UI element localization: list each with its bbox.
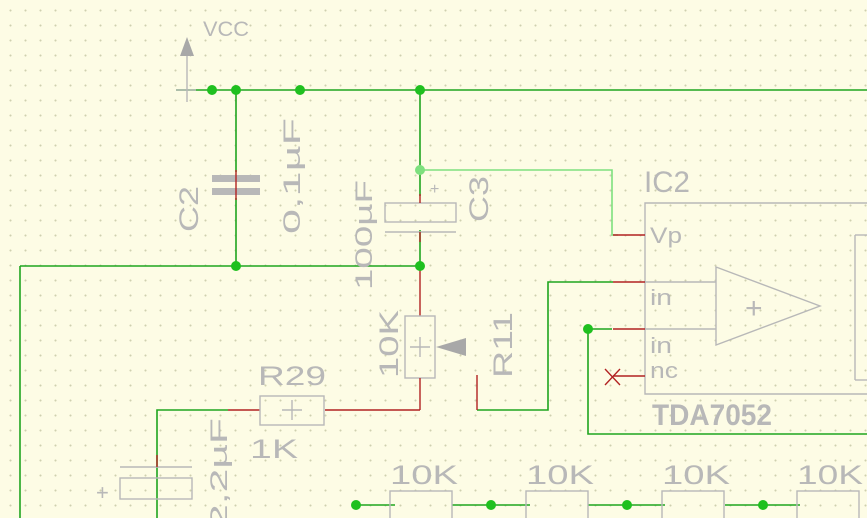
r29-value: 1K bbox=[250, 434, 298, 464]
partial-cap-polarity: + bbox=[96, 480, 109, 505]
bottom-resistor-2-body-icon bbox=[525, 490, 589, 518]
junction-dot[interactable] bbox=[415, 261, 425, 271]
ic-part-number: TDA7052 bbox=[652, 399, 772, 432]
junction-dot[interactable] bbox=[207, 85, 217, 95]
ic-pin-vp-label: Vp bbox=[650, 223, 682, 248]
nc-cross-b-icon bbox=[604, 368, 621, 386]
resistor-r29[interactable]: R29 1K bbox=[228, 361, 326, 464]
ic-pin-nc-label: nc bbox=[650, 358, 678, 383]
nets bbox=[19, 89, 867, 518]
in1-net[interactable] bbox=[477, 281, 613, 411]
ic-body-outline bbox=[644, 202, 867, 395]
bottom-resistor-4-body-icon bbox=[796, 490, 860, 518]
r29-body-icon bbox=[259, 395, 325, 426]
junction-dot[interactable] bbox=[622, 500, 632, 510]
ic-pin-in2-label: in bbox=[650, 333, 672, 358]
vcc-label: VCC bbox=[203, 18, 249, 41]
c3-value: 100µF bbox=[351, 180, 378, 290]
r29-left-net[interactable] bbox=[156, 409, 228, 518]
potentiometer-r11[interactable]: 10K R11 bbox=[325, 268, 518, 411]
r29-name: R29 bbox=[258, 361, 326, 391]
r11-name: R11 bbox=[488, 312, 518, 378]
bottom-resistor-3[interactable]: 10K bbox=[661, 460, 730, 518]
c3-body-icon bbox=[384, 202, 457, 223]
capacitor-c2[interactable]: C2 0,1µF bbox=[174, 118, 306, 234]
c3-polarity: + bbox=[430, 181, 439, 198]
capacitor-c3[interactable]: + C3 100µF bbox=[351, 176, 494, 290]
capacitor-partial[interactable]: + 2,2µF bbox=[96, 418, 233, 518]
partial-cap-value: 2,2µF bbox=[206, 418, 233, 518]
junction-dot[interactable] bbox=[295, 85, 305, 95]
r11-value: 10K bbox=[374, 310, 404, 378]
vcc-power-symbol[interactable]: VCC bbox=[176, 18, 249, 102]
in2-net[interactable] bbox=[587, 329, 867, 435]
bottom-resistor-1-body-icon bbox=[389, 490, 453, 518]
ic-name: IC2 bbox=[644, 166, 690, 199]
c2-name: C2 bbox=[174, 186, 204, 232]
opamp-triangle-icon bbox=[715, 265, 822, 347]
bottom-resistor-4-value: 10K bbox=[797, 460, 863, 490]
bottom-resistor-3-value: 10K bbox=[662, 460, 730, 490]
opamp-symbol: + bbox=[745, 292, 763, 325]
junction-dot[interactable] bbox=[583, 324, 593, 334]
bottom-resistor-1-value: 10K bbox=[390, 460, 458, 490]
junctions bbox=[207, 85, 768, 510]
c2-value: 0,1µF bbox=[279, 118, 306, 234]
bottom-resistor-1[interactable]: 10K bbox=[389, 460, 458, 518]
bottom-resistor-2[interactable]: 10K bbox=[525, 460, 594, 518]
junction-dot[interactable] bbox=[415, 85, 425, 95]
bottom-resistor-2-value: 10K bbox=[526, 460, 594, 490]
r11-wiper-arrow-icon bbox=[436, 338, 466, 356]
ic-pin-in1-label: in bbox=[650, 285, 672, 310]
vcc-arrow-icon bbox=[180, 37, 194, 56]
junction-dot[interactable] bbox=[758, 500, 768, 510]
junction-dot[interactable] bbox=[486, 500, 496, 510]
junction-dot-highlighted[interactable] bbox=[415, 165, 425, 175]
junction-dot[interactable] bbox=[231, 261, 241, 271]
bottom-resistor-3-body-icon bbox=[661, 490, 725, 518]
bottom-resistor-4[interactable]: 10K bbox=[796, 460, 863, 518]
junction-dot[interactable] bbox=[231, 85, 241, 95]
junction-dot[interactable] bbox=[351, 500, 361, 510]
partial-cap-body-icon bbox=[119, 477, 193, 500]
c3-name: C3 bbox=[464, 176, 494, 222]
ic-tda7052[interactable]: IC2 Vp in in nc + TDA7052 bbox=[604, 166, 867, 432]
